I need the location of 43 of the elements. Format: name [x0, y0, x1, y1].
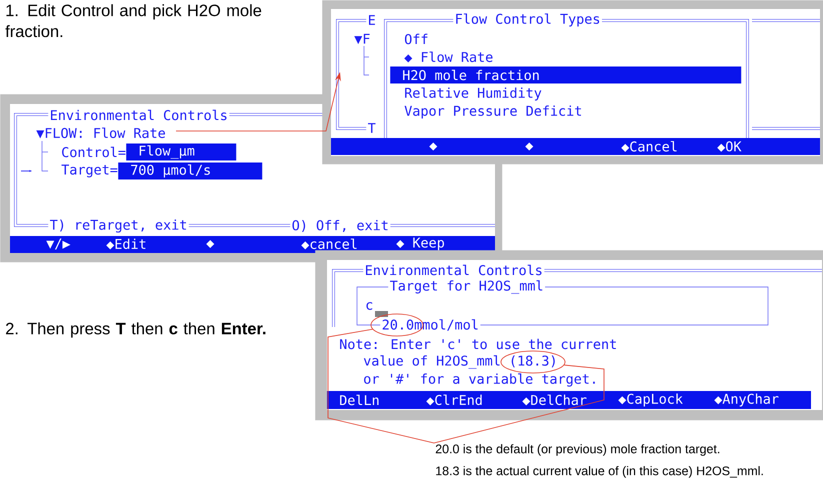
function-key: ◆OK — [717, 141, 742, 152]
field-label: Target= — [62, 164, 118, 178]
screen-text: E — [366, 14, 378, 26]
menu-item: ◆ Flow Rate — [404, 52, 492, 62]
function-key: ◆ClrEnd — [426, 394, 482, 406]
field-label: Control= — [62, 146, 126, 158]
function-key: ◆cancel — [301, 238, 357, 250]
function-key: DelLn — [340, 394, 378, 406]
function-key: ▼/▶ — [46, 238, 70, 250]
menu-item: Relative Humidity — [405, 87, 542, 101]
menu-option: O) Off, exit — [290, 218, 390, 234]
window-title: Flow Control Types — [453, 12, 602, 28]
dialog-title: Target for H2OS_mml — [388, 279, 546, 295]
step-instruction: 1. Edit Control and pick H2O mole fraction. — [5, 4, 262, 38]
window-title: Environmental Controls — [363, 264, 544, 276]
function-key: ◆CapLock — [618, 393, 683, 406]
value-field: Flow_µm — [126, 144, 236, 160]
value-field: 700 µmol/s — [118, 162, 262, 180]
note-text: Note: Enter 'c' to use the current — [340, 338, 616, 350]
leader-line — [328, 328, 434, 444]
menu-item: ▼FLOW: Flow Rate — [36, 128, 165, 138]
screen-text: T — [366, 122, 378, 134]
menu-item: Vapor Pressure Deficit — [404, 105, 582, 118]
note-text: or '#' for a variable target. — [364, 373, 595, 387]
function-key: ◆ — [429, 142, 438, 150]
function-key: ◆ Keep — [396, 238, 444, 250]
step-instruction: 2. Then press T then c then Enter. — [6, 322, 266, 338]
menu-item: H2O mole fraction — [390, 66, 742, 84]
function-key: ◆AnyChar — [714, 393, 778, 406]
function-key: ◆ — [525, 142, 534, 150]
menu-item: Off — [404, 34, 428, 44]
function-key: ◆ — [206, 240, 214, 248]
caption-text: 20.0 is the default (or previous) mole fraction target. 18.3 is the actual current value of (in this case) H2OS_mml. — [436, 444, 763, 478]
function-key: ◆Edit — [106, 238, 146, 250]
leader-line — [434, 364, 604, 444]
input-text: c — [366, 302, 372, 310]
screen-text: ▼F — [354, 34, 370, 44]
highlight-ellipse — [500, 350, 566, 374]
menu-option: T) reTarget, exit — [48, 218, 189, 234]
note-text: value of H2OS_mml (18.3) — [364, 355, 555, 369]
function-key: ◆Cancel — [621, 141, 677, 152]
window-title: Environmental Controls — [48, 108, 230, 122]
function-key: ◆DelChar — [522, 394, 586, 406]
